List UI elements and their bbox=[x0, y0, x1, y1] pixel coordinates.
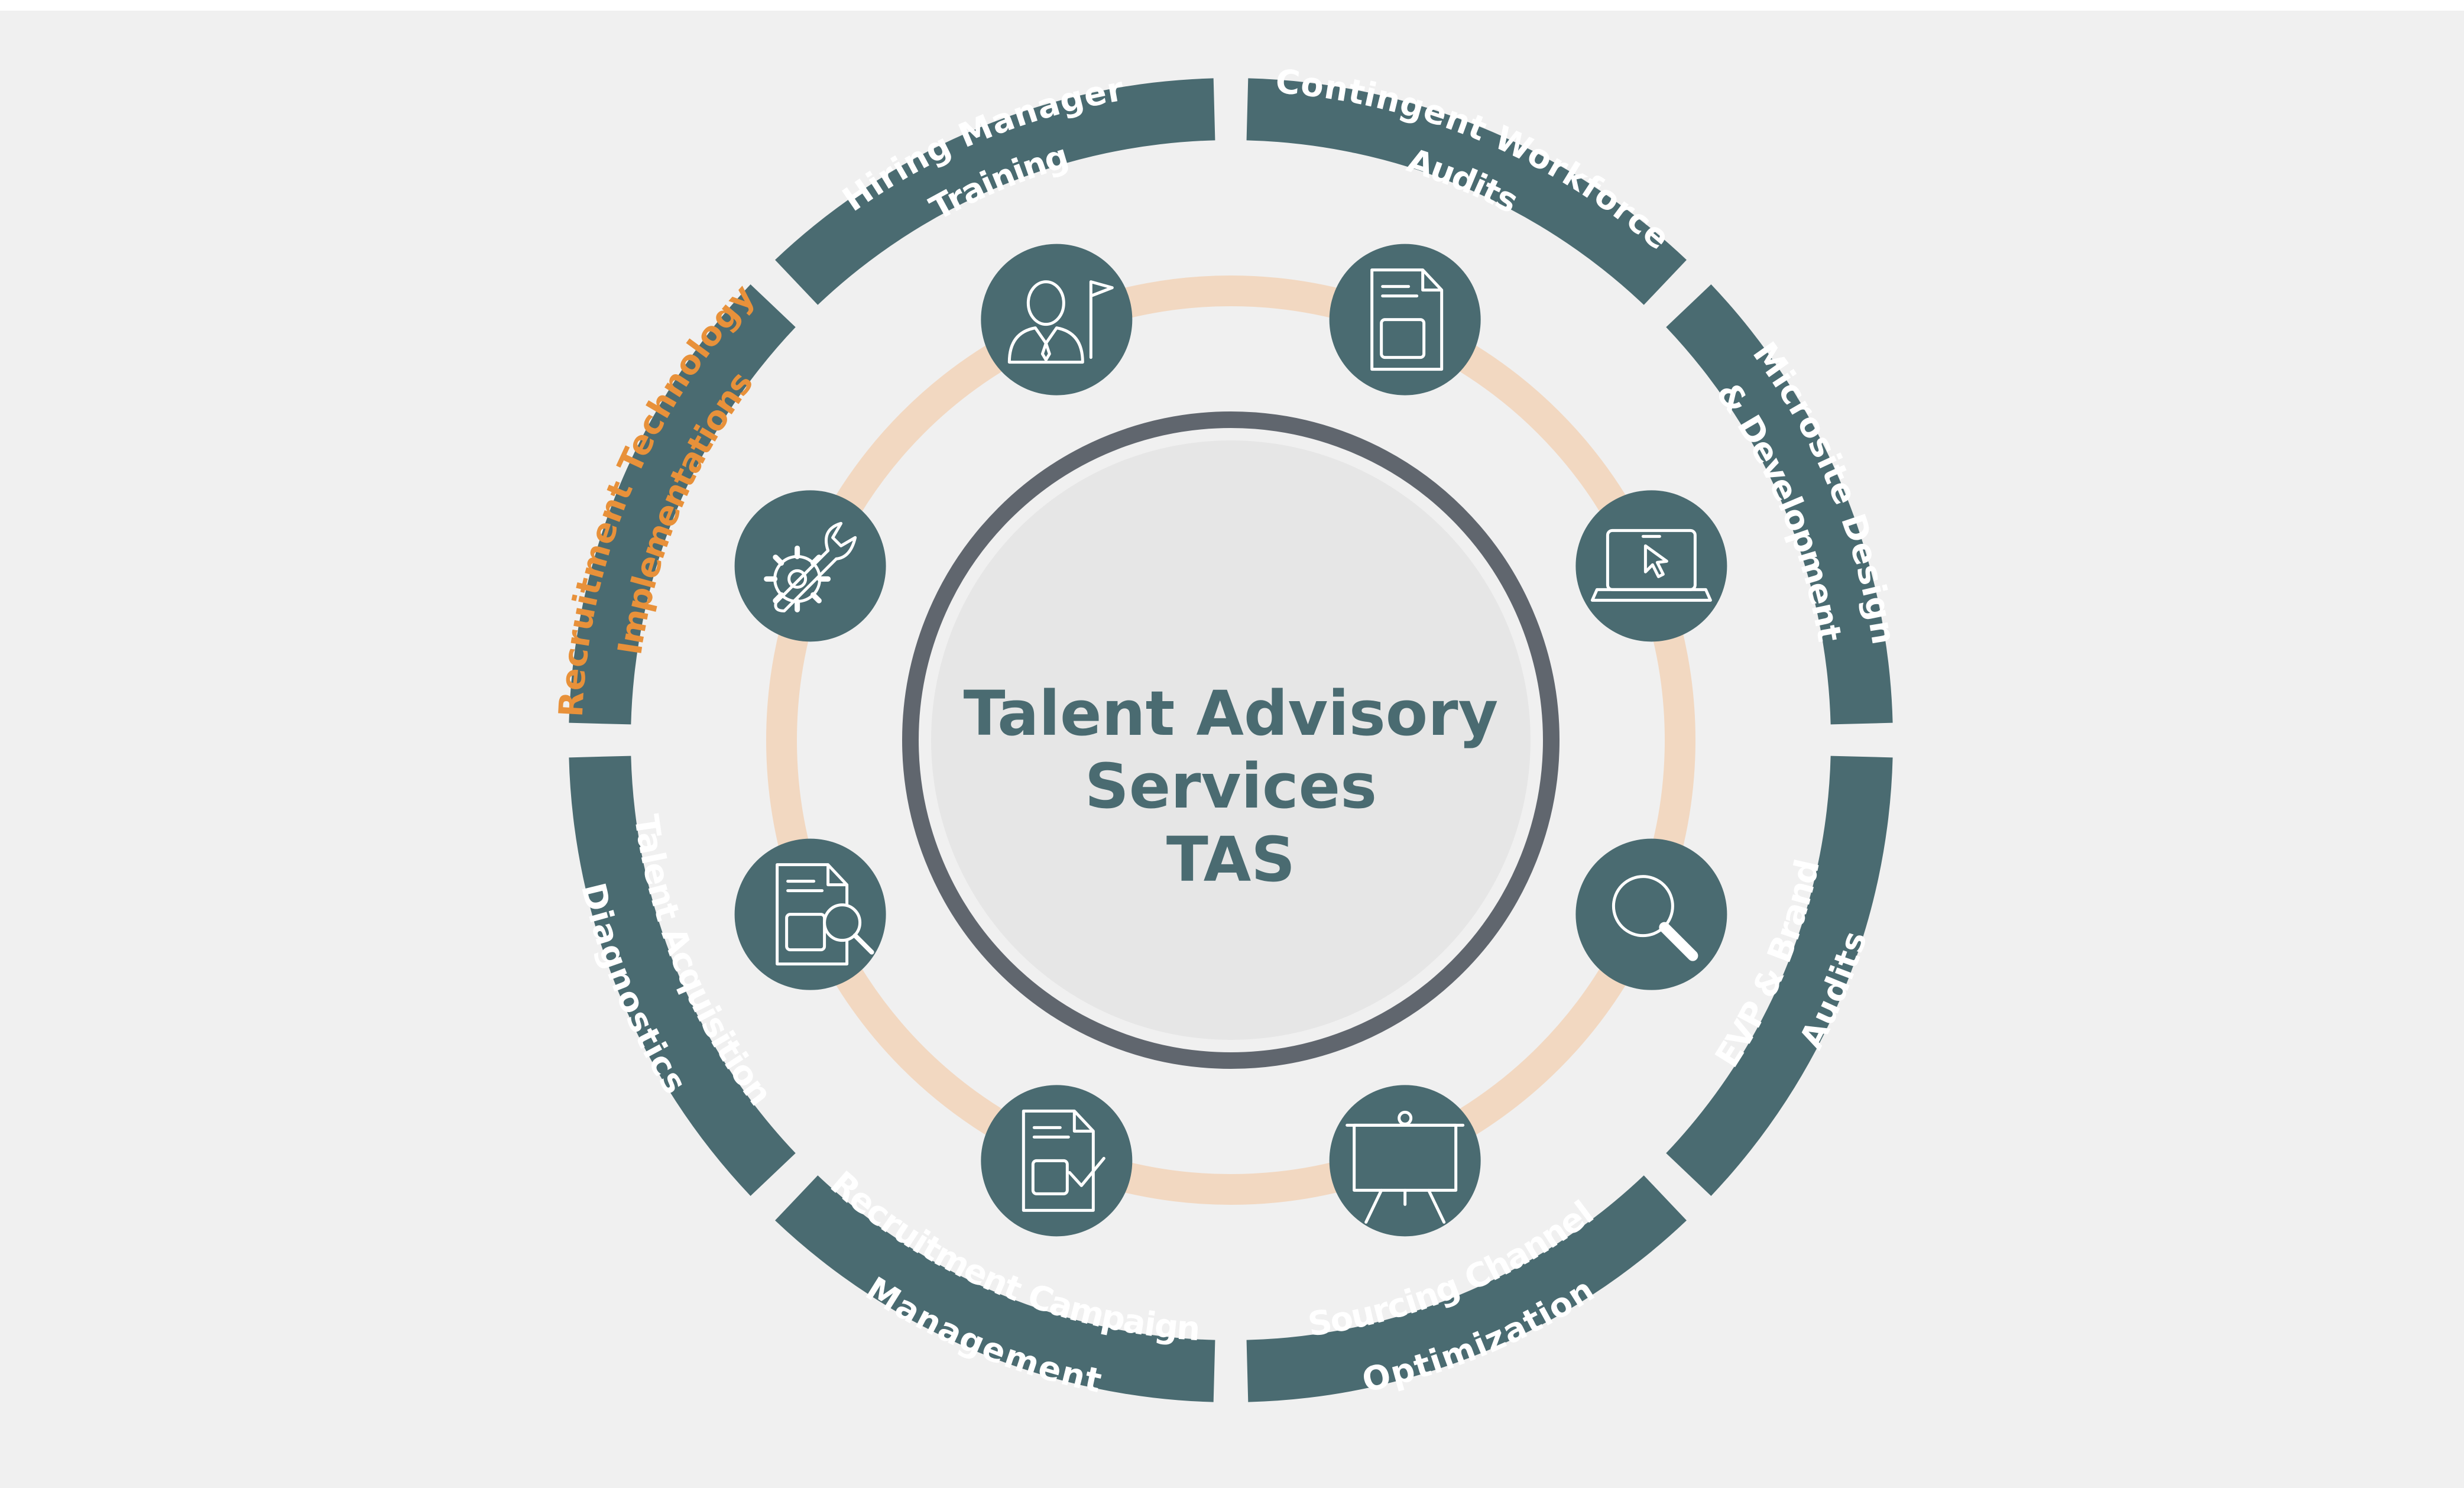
segment-hiring-manager-training bbox=[775, 78, 1215, 305]
segment-evp-and-brand-audits bbox=[1666, 756, 1893, 1196]
manager-flag-icon bbox=[1007, 280, 1114, 364]
center-hub bbox=[931, 440, 1531, 1040]
presentation-board-icon bbox=[1346, 1110, 1465, 1224]
segment-recruitment-campaign-management bbox=[775, 1175, 1215, 1402]
presentation-board-icon-badge bbox=[1329, 1085, 1481, 1237]
magnifier-icon bbox=[1612, 875, 1698, 961]
segment-sourcing-channel-optimization bbox=[1246, 1175, 1687, 1402]
orbit-ring bbox=[766, 275, 1695, 1205]
document-search-icon bbox=[776, 863, 874, 966]
segment-contingent-workforce-audits bbox=[1246, 78, 1687, 305]
document-search-icon-badge bbox=[734, 838, 886, 990]
outer-ring bbox=[569, 78, 1893, 1402]
laptop-cursor-icon-badge bbox=[1575, 490, 1727, 642]
center-title-line-1: Talent Advisory bbox=[964, 677, 1499, 750]
service-icons bbox=[734, 244, 1727, 1237]
manager-flag-icon-badge bbox=[981, 244, 1133, 395]
center-title-line-2: Services bbox=[1085, 750, 1377, 822]
center-title-line-3: TAS bbox=[1166, 824, 1295, 896]
wrench-gear-icon-badge bbox=[734, 490, 886, 642]
document-check-icon bbox=[1022, 1109, 1105, 1212]
segment-recruitment-technology-implementations bbox=[569, 284, 796, 725]
segment-talent-acquisition-diagnostics bbox=[569, 756, 796, 1196]
center-hub-ring bbox=[902, 411, 1560, 1069]
document-icon-badge bbox=[1329, 244, 1481, 395]
laptop-cursor-icon bbox=[1590, 529, 1712, 602]
magnifier-icon-badge bbox=[1575, 838, 1727, 990]
document-check-icon-badge bbox=[981, 1085, 1133, 1237]
wrench-gear-icon bbox=[764, 521, 857, 612]
document-icon bbox=[1370, 268, 1444, 371]
segment-microsite-design-and-development bbox=[1666, 284, 1893, 725]
